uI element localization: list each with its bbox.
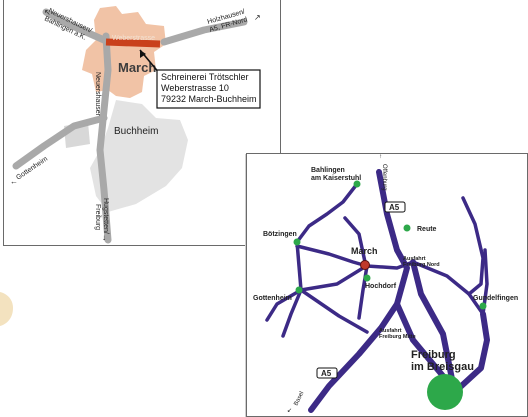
arrow-left-icon: ← xyxy=(10,177,18,186)
road-east-loop xyxy=(461,196,485,296)
label-hochdorf: Hochdorf xyxy=(365,283,397,290)
village-name-label: Buchheim xyxy=(114,126,158,137)
road-hochdorf-south xyxy=(410,259,456,387)
march-location-marker xyxy=(360,260,370,270)
label-march: March xyxy=(351,246,378,256)
dot-boetzingen xyxy=(293,238,301,246)
town-name-label: March xyxy=(118,60,156,75)
street-name-label: Weberstrasse xyxy=(112,35,155,42)
dot-reute xyxy=(403,224,411,232)
label-hugstetten: Hugstetten/ xyxy=(102,198,109,234)
road-to-holzhausen xyxy=(160,18,248,46)
road-freiburg-northeast xyxy=(454,311,490,393)
address-company: Schreinerei Trötschler xyxy=(161,72,249,82)
a5-shield-south: A5 xyxy=(316,367,338,379)
label-vertical-road: Neuershauser xyxy=(94,72,101,117)
march-town-area xyxy=(82,6,166,98)
arrow-down-left-icon: ↙ xyxy=(287,408,292,414)
address-city: 79232 March-Buchheim xyxy=(161,94,257,104)
a5-shield-north: A5 xyxy=(384,201,406,213)
weberstrasse-highlight xyxy=(105,38,161,48)
road-main-north-south xyxy=(96,32,112,244)
label-bahlingen-2: am Kaiserstuhl xyxy=(311,175,361,182)
regional-map: A5 A5 Bahlingen am Kaiserstuhl Reute Böt… xyxy=(246,153,528,417)
dot-gottenheim xyxy=(295,286,303,294)
address-street: Weberstrasse 10 xyxy=(161,83,229,93)
arrow-ne-icon: ↗ xyxy=(254,13,261,22)
arrow-down-icon: ↓ xyxy=(102,233,106,242)
road-gottenheim-march xyxy=(299,266,365,292)
address-block: Schreinerei Trötschler Weberstrasse 10 7… xyxy=(161,72,257,105)
address-callout-box xyxy=(156,69,261,109)
decorative-blob xyxy=(0,292,13,326)
regional-map-canvas: A5 A5 Bahlingen am Kaiserstuhl Reute Böt… xyxy=(253,154,518,414)
callout-arrowhead xyxy=(140,50,146,58)
arrow-up-icon: ↑ xyxy=(379,154,382,160)
label-gundelfingen: Gundelfingen xyxy=(473,295,518,302)
label-freiburg-local: Freiburg xyxy=(94,204,101,230)
road-gottenheim-southwest xyxy=(281,288,303,338)
label-reute: Reute xyxy=(417,226,437,233)
road-to-gundelfingen xyxy=(411,260,485,316)
road-march-north xyxy=(343,216,367,264)
arrow-nw-icon: ↖ xyxy=(44,8,51,17)
dot-hochdorf xyxy=(363,274,371,282)
road-to-gottenheim xyxy=(12,114,108,170)
label-gottenheim: Gottenheim xyxy=(253,295,292,302)
road-gottenheim-southeast xyxy=(299,288,369,334)
buchheim-village-area xyxy=(90,100,188,212)
label-exit-nord-2: Freiburg Nord xyxy=(403,262,440,268)
a5-shield-north-label: A5 xyxy=(389,203,400,212)
dot-freiburg xyxy=(427,374,463,410)
a5-shield-south-label: A5 xyxy=(321,369,332,378)
dot-bahlingen xyxy=(353,180,361,188)
dot-gundelfingen xyxy=(479,302,487,310)
label-bahlingen-1: Bahlingen xyxy=(311,167,345,174)
label-boetzingen: Bötzingen xyxy=(263,231,297,238)
label-exit-mitte-1: Ausfahrt xyxy=(379,328,402,334)
label-exit-mitte-2: Freiburg Mitte xyxy=(379,334,416,340)
local-map-canvas: Weberstrasse March Buchheim Neuershausen… xyxy=(10,6,261,244)
label-exit-nord-1: Ausfahrt xyxy=(403,256,426,262)
road-boetzingen-march xyxy=(295,244,369,268)
road-to-neuershausen xyxy=(42,8,108,44)
label-offenburg: Offenburg xyxy=(381,164,387,191)
road-march-south xyxy=(357,264,369,320)
road-bahlingen-boetzingen xyxy=(295,182,359,244)
road-gottenheim-west xyxy=(265,288,303,322)
label-basel: Basel xyxy=(293,391,305,407)
label-freiburg-1: Freiburg xyxy=(411,349,456,361)
road-boetzingen-gottenheim xyxy=(295,240,303,292)
local-map: Weberstrasse March Buchheim Neuershausen… xyxy=(3,0,281,246)
label-freiburg-2: im Breisgau xyxy=(411,361,474,373)
